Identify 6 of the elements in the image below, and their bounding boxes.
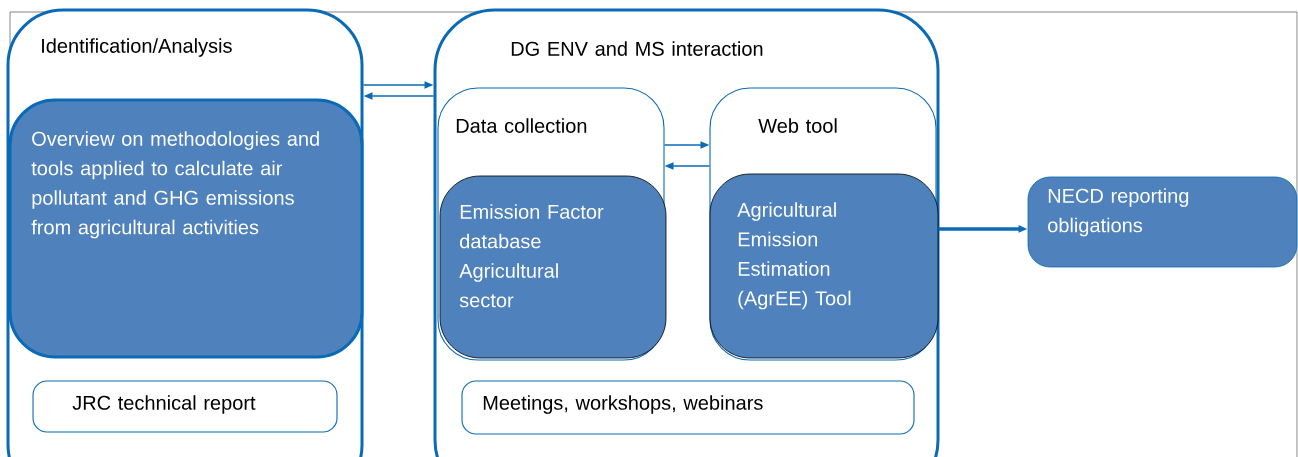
process-box: Agricultural Emission Estimation (AgrEE) Tool [709,173,939,359]
output-box: Meetings, workshops, webinars [461,380,915,435]
result-box: NECD reporting obligations [1027,176,1298,268]
process-box: Overview on methodologies and tools applied to calculate air pollutant and GHG emissions from agricultural activities [8,98,364,359]
process-box: Emission Factor database Agricultural sector [439,175,667,359]
output-box: JRC technical report [32,380,338,433]
